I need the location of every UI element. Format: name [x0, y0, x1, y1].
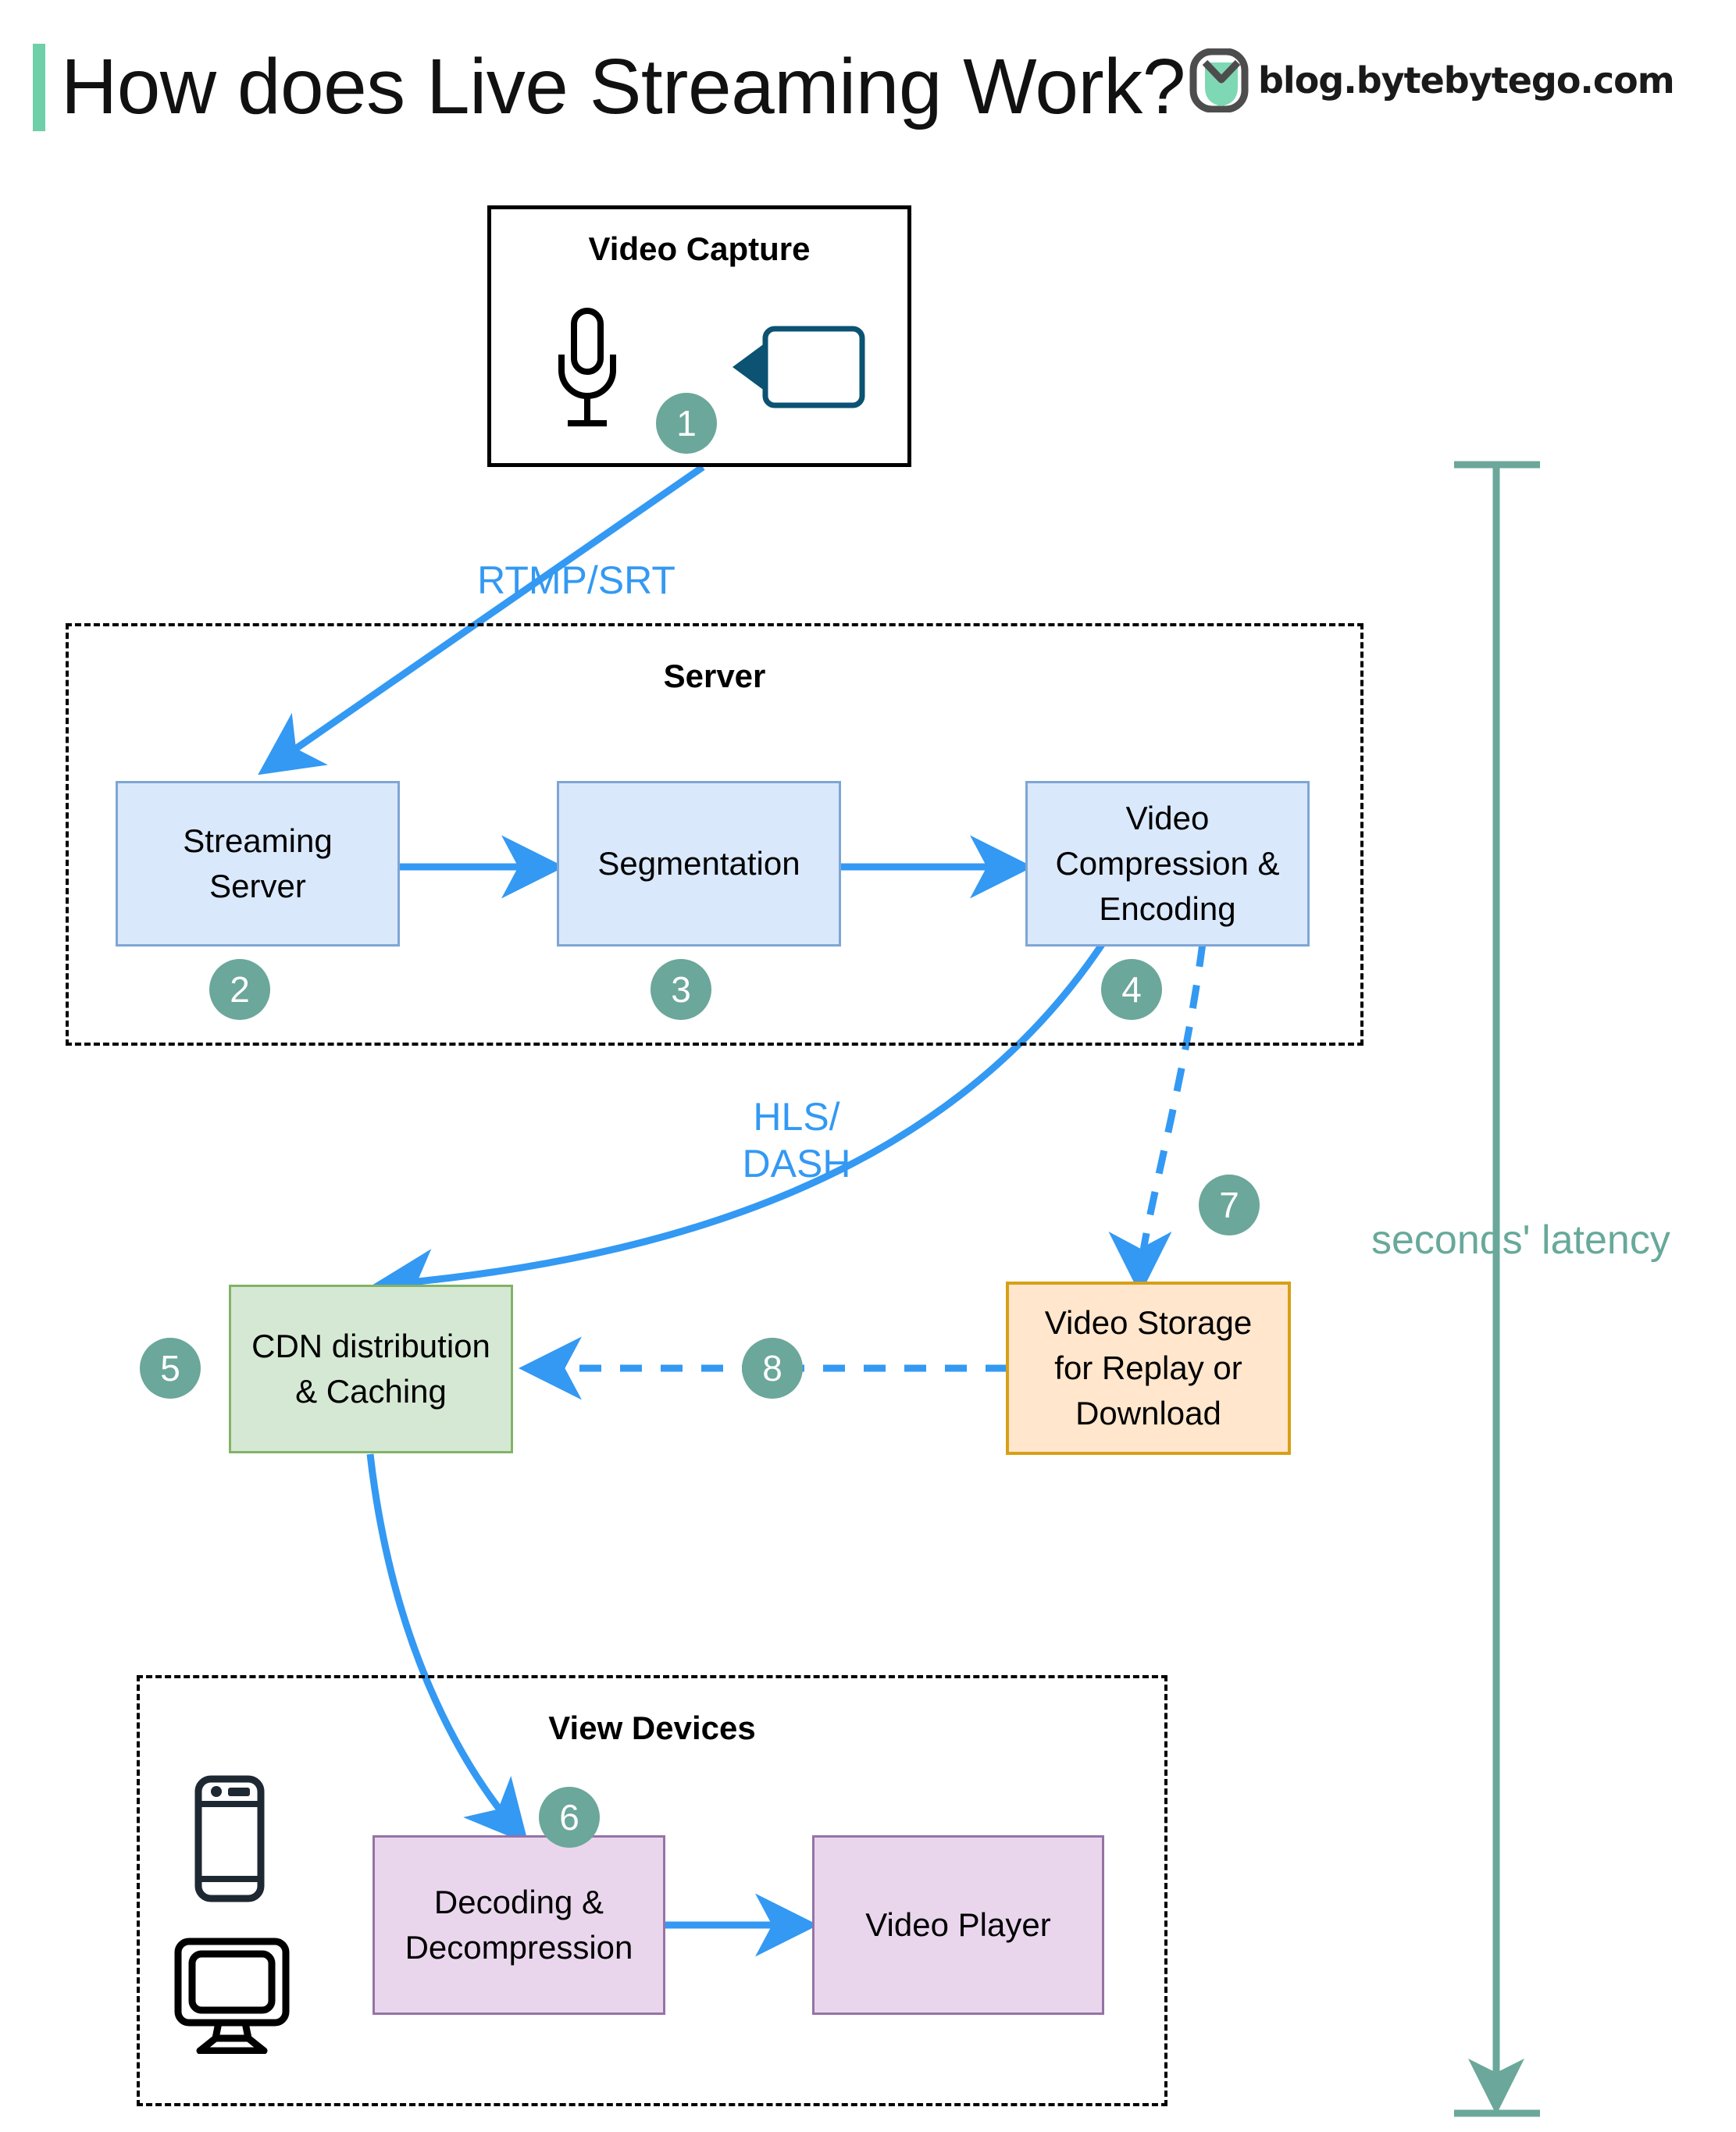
step-badge-7: 7 [1199, 1175, 1260, 1235]
node-decoding-decompression[interactable]: Decoding & Decompression [373, 1835, 665, 2015]
microphone-icon [558, 308, 616, 426]
server-group: Server [66, 623, 1363, 1046]
step-badge-4: 4 [1101, 959, 1162, 1020]
step-badge-3: 3 [651, 959, 711, 1020]
step-badge-5: 5 [140, 1338, 201, 1399]
node-video-storage[interactable]: Video Storage for Replay or Download [1006, 1282, 1291, 1455]
node-decoding-decompression-label: Decoding & Decompression [405, 1884, 633, 1966]
mobile-phone-icon [194, 1775, 265, 1902]
node-video-player[interactable]: Video Player [812, 1835, 1104, 2015]
node-segmentation-label: Segmentation [597, 845, 800, 882]
node-cdn-distribution-label: CDN distribution & Caching [251, 1328, 490, 1410]
step-badge-2: 2 [209, 959, 270, 1020]
page-header: How does Live Streaming Work? blog.byteb… [0, 0, 1736, 148]
title-accent-bar [33, 44, 45, 131]
node-video-player-label: Video Player [865, 1906, 1051, 1943]
node-video-compression-encoding-label: Video Compression & Encoding [1055, 800, 1280, 927]
brand-text: blog.bytebytego.com [1258, 59, 1675, 102]
latency-label: seconds' latency [1371, 1218, 1670, 1263]
edge-label-rtmp-srt: RTMP/SRT [477, 558, 676, 602]
server-group-title: Server [663, 658, 766, 694]
node-video-compression-encoding[interactable]: Video Compression & Encoding [1025, 781, 1310, 947]
brand-watermark: blog.bytebytego.com [1189, 48, 1675, 112]
step-badge-1: 1 [656, 393, 717, 454]
view-devices-group: View Devices [137, 1675, 1167, 2106]
step-badge-6: 6 [539, 1787, 600, 1848]
edge-label-hls-dash: HLS/ DASH [742, 1095, 851, 1185]
page-title: How does Live Streaming Work? [61, 43, 1185, 130]
node-video-storage-label: Video Storage for Replay or Download [1044, 1304, 1253, 1431]
node-streaming-server[interactable]: Streaming Server [116, 781, 400, 947]
video-capture-title: Video Capture [588, 230, 811, 267]
desktop-monitor-icon [174, 1938, 290, 2054]
node-streaming-server-label: Streaming Server [183, 822, 333, 904]
view-devices-group-title: View Devices [548, 1710, 756, 1746]
latency-bracket-arrow-icon [1454, 461, 1540, 2117]
node-cdn-distribution[interactable]: CDN distribution & Caching [229, 1285, 513, 1453]
video-camera-icon [733, 326, 865, 408]
node-segmentation[interactable]: Segmentation [557, 781, 841, 947]
bytebytego-logo-icon [1189, 48, 1249, 112]
step-badge-8: 8 [742, 1338, 803, 1399]
